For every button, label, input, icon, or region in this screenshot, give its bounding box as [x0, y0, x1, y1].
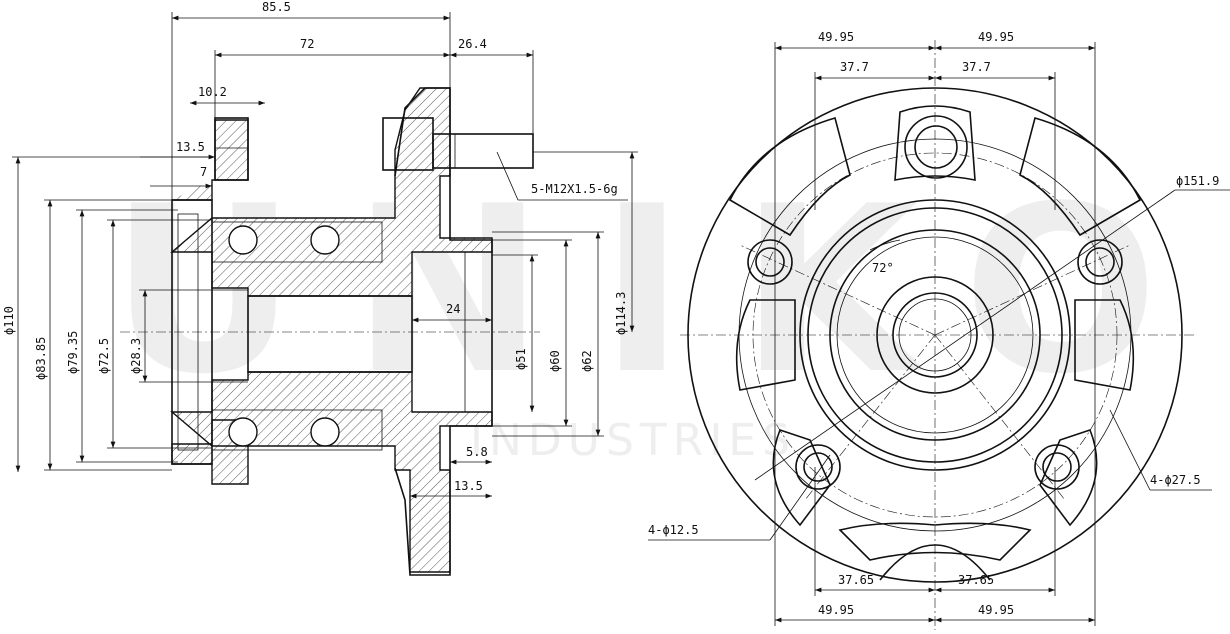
dim-flange-dia: ϕ151.9: [1176, 174, 1219, 188]
front-view: 72° 49.95 49.95 37.7 37.7 37.65 37.65: [648, 30, 1230, 630]
angle-arc: [869, 239, 901, 251]
hub-circle-inner: [876, 276, 994, 394]
angle-label: 72°: [872, 261, 894, 275]
outer-race-face: [171, 199, 213, 465]
bearing-track-upper: [211, 221, 383, 263]
dim-stud-offset: 26.4: [458, 37, 487, 51]
hub-circle-3: [829, 229, 1041, 441]
dim-dia-c: ϕ72.5: [97, 338, 111, 374]
seal-ring: [177, 213, 199, 451]
dim-dia-outer: ϕ110: [2, 306, 16, 335]
pitch-circle: [752, 152, 1118, 518]
front-dimensions-bottom: 37.65 37.65 49.95 49.95: [774, 262, 1096, 626]
bearing-track-lower: [211, 409, 383, 451]
stud-hole-top: [914, 125, 958, 169]
hub-circle-2: [807, 207, 1063, 463]
stud-shank: [432, 133, 534, 169]
pilot-bore: [411, 251, 493, 413]
flange-outer-circle: [687, 87, 1183, 583]
dim-bottom-left-outer: 49.95: [818, 603, 854, 617]
spline: [892, 292, 978, 378]
dim-step-b: 7: [200, 165, 207, 179]
flange-dia-leader: [754, 189, 1176, 481]
dim-dia-b: ϕ79.35: [66, 331, 80, 374]
side-section-view: 85.5 72 26.4 10.2 13.5 7 24 5.8 13.5 ϕ: [2, 0, 638, 576]
dim-top-left-inner: 37.7: [840, 60, 869, 74]
dim-flange-width: 10.2: [198, 85, 227, 99]
stud-hole-top-outer: [904, 115, 968, 179]
large-holes-leader: [1109, 409, 1151, 491]
dim-dia-e: ϕ62: [580, 350, 594, 372]
stud-leader: [496, 151, 519, 201]
stud-holes: [747, 239, 1123, 490]
dim-top-left-outer: 49.95: [818, 30, 854, 44]
dim-bottom-left-inner: 37.65: [838, 573, 874, 587]
dim-top-right-inner: 37.7: [962, 60, 991, 74]
dim-dia-bore: ϕ28.3: [129, 338, 143, 374]
dim-flange-offset: 13.5: [454, 479, 483, 493]
side-dimensions-vertical-left: ϕ110 ϕ83.85 ϕ79.35 ϕ72.5 ϕ28.3: [2, 156, 248, 472]
flange-lobes: [728, 105, 1142, 561]
side-dimensions-vertical-right: ϕ51 ϕ60 ϕ62 ϕ114.3: [492, 151, 638, 437]
bolt-flange-upper: [214, 117, 249, 181]
dim-hub-length: 72: [300, 37, 314, 51]
dim-overall-length: 85.5: [262, 0, 291, 14]
front-dimensions-top: 49.95 49.95 37.7 37.7: [774, 30, 1096, 262]
dim-top-right-outer: 49.95: [978, 30, 1014, 44]
bearing-balls: [228, 225, 340, 447]
hub-circle-outer: [799, 199, 1071, 471]
small-holes-leader: [769, 454, 831, 541]
dim-bottom-right-inner: 37.65: [958, 573, 994, 587]
stud-callout: 5-M12X1.5-6g: [531, 182, 618, 196]
dim-dia-a: ϕ83.85: [34, 337, 48, 380]
dim-bore-depth: 24: [446, 302, 460, 316]
watermark-subtitle: INDUSTRIES: [470, 415, 796, 466]
dim-dia-pilot: ϕ51: [514, 348, 528, 370]
large-holes-callout: 4-ϕ27.5: [1150, 473, 1201, 487]
dim-bottom-right-outer: 49.95: [978, 603, 1014, 617]
small-holes-callout: 4-ϕ12.5: [648, 523, 699, 537]
dim-pcd: ϕ114.3: [614, 292, 628, 335]
dim-dia-d: ϕ60: [548, 350, 562, 372]
bottom-scallop: [879, 544, 991, 581]
side-dimensions-horizontal: 85.5 72 26.4 10.2 13.5 7 24 5.8 13.5: [140, 0, 534, 499]
dim-flange-thk: 5.8: [466, 445, 488, 459]
dim-step-a: 13.5: [176, 140, 205, 154]
